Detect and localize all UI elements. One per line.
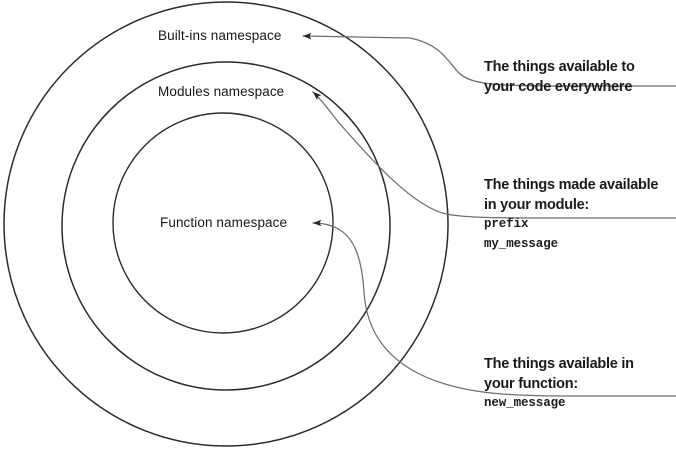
leader-line-modules [312,91,676,219]
leader-line-builtins [302,32,676,87]
ring-label-function: Function namespace [160,215,288,230]
callout-modules-code-line-2: my_message [484,236,559,251]
callout-function-code-line-1: new_message [484,396,566,411]
leader-line-function [312,219,676,397]
ring-circle-builtins [3,1,449,447]
callout-modules-code-line-1: prefix [484,217,529,232]
ring-circle-function [112,112,334,334]
callout-builtins-heading-line-1: The things available to [484,59,635,75]
ring-circle-modules [61,61,391,391]
callout-builtins: The things available to your code everyw… [484,58,676,97]
callout-modules-heading-line-1: The things made available [484,177,659,193]
callout-builtins-heading-line-2: your code everywhere [484,78,633,95]
ring-label-modules: Modules namespace [158,84,285,99]
callout-function: The things available in your function: n… [484,355,676,414]
callout-modules-heading-line-2: in your module: [484,196,589,213]
ring-label-builtins: Built-ins namespace [158,28,282,43]
callout-function-heading-line-2: your function: [484,375,578,392]
callout-function-heading-line-1: The things available in [484,356,634,372]
callout-modules: The things made available in your module… [484,176,676,254]
